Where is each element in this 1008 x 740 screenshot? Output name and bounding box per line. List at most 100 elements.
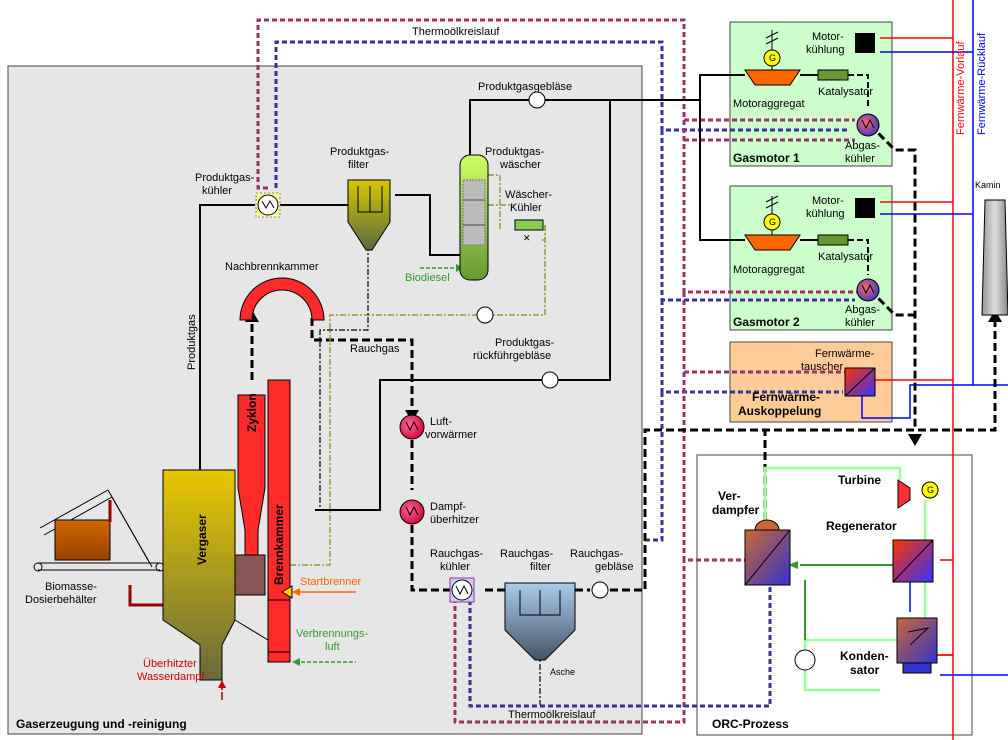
- label-kondensator-2: sator: [850, 663, 880, 677]
- label-turbine: Turbine: [838, 473, 881, 487]
- label-asche: Asche: [550, 667, 575, 677]
- hx-wave: [261, 199, 275, 210]
- verdampfer-dome: [754, 519, 780, 531]
- label-rauchgas-geblaese-2: gebläse: [595, 561, 634, 573]
- label-generator-2: G: [769, 217, 776, 227]
- label-rauchgas-filter-2: filter: [530, 561, 551, 573]
- label-regenerator: Regenerator: [826, 519, 897, 533]
- turbine-generator: [921, 481, 939, 499]
- label-produktgas: Produktgas: [186, 314, 198, 370]
- label-biodiesel: Biodiesel: [405, 272, 450, 284]
- scrubber-loop: [290, 174, 546, 566]
- label-verbrennungsluft-2: luft: [325, 641, 340, 653]
- label-startbrenner: Startbrenner: [300, 576, 361, 588]
- biomass-hopper: [54, 519, 111, 561]
- label-rauchgas-kuehler-1: Rauchgas-: [430, 548, 484, 560]
- label-nachbrennkammer: Nachbrennkammer: [225, 261, 319, 273]
- kondensator-base: [902, 662, 932, 674]
- rauchgas-filter: [504, 582, 576, 661]
- kondensator: [896, 617, 938, 664]
- label-waescher-kuehler-1: Wäscher-: [505, 189, 552, 201]
- label-pg-filter-1: Produktgas-: [330, 146, 390, 158]
- label-biomasse-1: Biomasse-: [45, 581, 97, 593]
- label-dampfueberhitzer-1: Dampf-: [430, 501, 466, 513]
- produktgas-geblaese-icon[interactable]: [528, 91, 546, 109]
- label-katalysator-1: Katalysator: [818, 86, 873, 98]
- zyklon: [237, 394, 266, 556]
- label-luftvorwaermer-2: vorwärmer: [425, 429, 477, 441]
- label-vergaser: Vergaser: [195, 514, 209, 565]
- orc-arrow-regen: [788, 561, 798, 569]
- label-zyklon: Zyklon: [245, 393, 259, 432]
- label-rauchgas-kuehler-2: kühler: [440, 561, 470, 573]
- steam-arrow: [218, 680, 226, 688]
- scrubber-pump-icon[interactable]: [476, 306, 494, 324]
- rauchgas-geblaese-icon[interactable]: [591, 581, 609, 599]
- label-fw-vorlauf: Fernwärme-Vorlauf: [955, 41, 967, 135]
- label-abgas-kuehler-2-b: kühler: [845, 317, 875, 329]
- biomass-feed: [108, 500, 175, 607]
- label-motor-kuehlung-1-b: kühlung: [806, 44, 845, 56]
- kamin: [981, 199, 1008, 316]
- label-katalysator-2: Katalysator: [818, 251, 873, 263]
- label-thermo-bottom: Thermoölkreislauf: [508, 709, 596, 721]
- label-rauchgas-geblaese-1: Rauchgas-: [570, 548, 624, 560]
- label-verdampfer-1: Ver-: [718, 489, 741, 503]
- turbine: [897, 479, 911, 509]
- label-fw-ruecklauf: Fernwärme-Rücklauf: [976, 32, 988, 135]
- label-gasmotor1: Gasmotor 1: [733, 151, 800, 165]
- label-rueckfuehr-1: Produktgas-: [495, 337, 555, 349]
- label-generator-1: G: [769, 53, 776, 63]
- label-kondensator-1: Konden-: [840, 649, 889, 663]
- label-fw-auskoppelung-1: Fernwärme-: [752, 390, 820, 404]
- label-thermo-top: Thermoölkreislauf: [412, 26, 500, 38]
- waescher-kuehler: [514, 219, 544, 231]
- label-pg-kuehler-2: kühler: [202, 185, 232, 197]
- label-fw-tauscher-1: Fernwärme-: [815, 348, 875, 360]
- thermo-oil-lines: [256, 18, 860, 724]
- label-pg-waescher-1: Produktgas-: [485, 146, 545, 158]
- label-motoraggregat-2: Motoraggregat: [733, 264, 805, 276]
- label-fw-tauscher-2: tauscher: [801, 361, 844, 373]
- label-ueberhitzer-2: Wasserdampf: [137, 671, 205, 683]
- label-motor-kuehlung-1-a: Motor-: [812, 31, 844, 43]
- label-motoraggregat-1: Motoraggregat: [733, 98, 805, 110]
- label-fw-auskoppelung-2: Auskoppelung: [738, 404, 821, 418]
- label-verbrennungsluft-1: Verbrennungs-: [296, 628, 368, 640]
- label-motor-kuehlung-2-a: Motor-: [812, 195, 844, 207]
- product-gas-lines: [199, 74, 745, 511]
- orc-loop-dark: [800, 564, 893, 640]
- label-dampfueberhitzer-2: überhitzer: [430, 514, 479, 526]
- label-waescher-kuehler-2: Kühler: [510, 202, 542, 214]
- label-abgas-kuehler-1-b: kühler: [845, 153, 875, 165]
- label-section-gas: Gaserzeugung und -reinigung: [16, 717, 187, 731]
- label-abgas-kuehler-1-a: Abgas-: [845, 140, 880, 152]
- gasmotor1-components: [744, 30, 880, 137]
- luft-arrow: [292, 658, 300, 666]
- label-produktgas-geblaese: Produktgasgebläse: [478, 81, 572, 93]
- label-pg-filter-2: filter: [348, 159, 369, 171]
- vergaser-link: [234, 554, 266, 596]
- vergaser-to-bk: [234, 619, 269, 641]
- label-luftvorwaermer-1: Luft-: [430, 416, 452, 428]
- label-pg-waescher-2: wäscher: [499, 159, 541, 171]
- flue-arrow-kamin: [988, 310, 1002, 322]
- label-generator-orc: G: [927, 485, 934, 495]
- label-rueckfuehr-2: rückführgebläse: [473, 350, 551, 362]
- orc-pump-icon[interactable]: [794, 649, 816, 671]
- label-motor-kuehlung-2-b: kühlung: [806, 208, 845, 220]
- startbrenner-arrow: [292, 588, 300, 596]
- label-section-orc: ORC-Prozess: [712, 717, 789, 731]
- flue-arrow-fw: [908, 434, 922, 446]
- waescher-fill: [462, 179, 486, 246]
- label-gasmotor2: Gasmotor 2: [733, 315, 800, 329]
- label-brennkammer: Brennkammer: [272, 504, 286, 585]
- nachbrennkammer: [239, 277, 325, 321]
- rueckfuehr-geblaese-icon[interactable]: [541, 371, 559, 389]
- label-verdampfer-2: dampfer: [712, 503, 760, 517]
- label-rauchgas-filter-1: Rauchgas-: [500, 548, 554, 560]
- district-heating-lines: [861, 0, 1008, 740]
- label-rauchgas: Rauchgas: [350, 343, 400, 355]
- label-pg-kuehler-1: Produktgas-: [195, 172, 255, 184]
